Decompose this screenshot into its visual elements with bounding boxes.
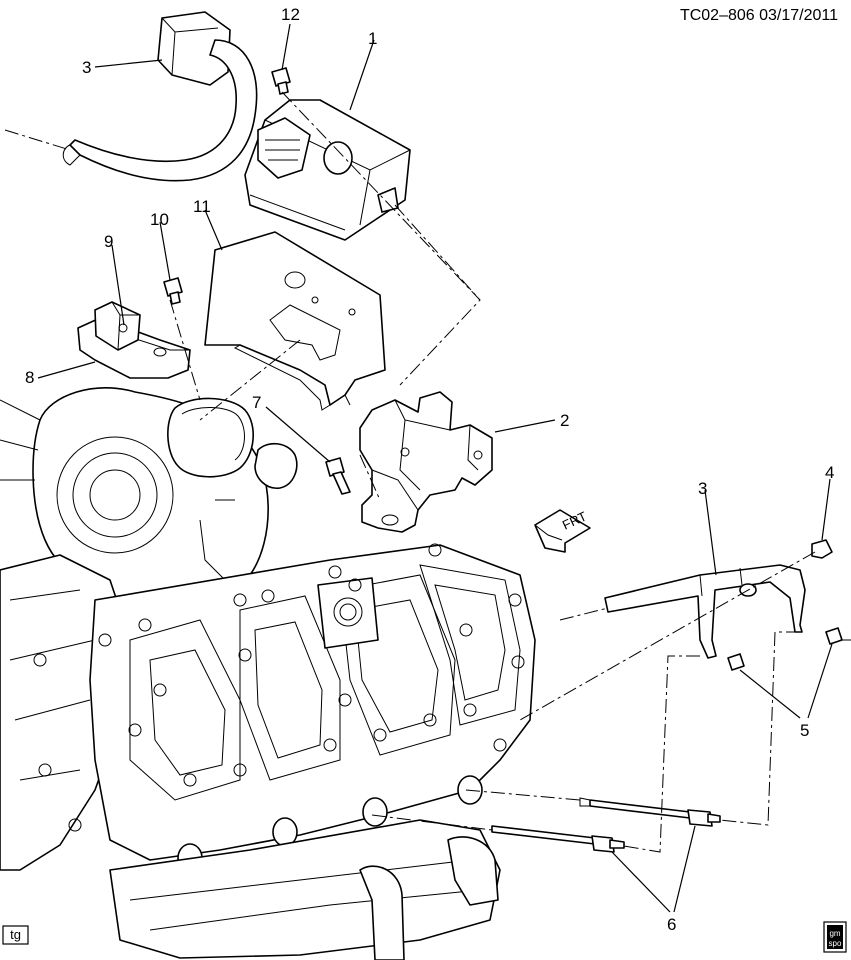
callout-6: 6: [667, 915, 676, 934]
callout-7: 7: [252, 393, 261, 412]
corner-tag-left-text: tg: [10, 927, 21, 942]
bolt-7: [325, 457, 351, 495]
logo-line-2: spo: [829, 939, 842, 948]
callout-1: 1: [368, 29, 377, 48]
callout-12: 12: [281, 5, 300, 24]
callout-labels: 1 2 3 3 4 5 6 7 8 9 10 11 12: [25, 5, 834, 934]
callout-5: 5: [800, 721, 809, 740]
callout-11: 11: [193, 197, 211, 216]
callout-2: 2: [560, 411, 569, 430]
mounting-bracket-2: [359, 391, 493, 533]
callout-9: 9: [104, 232, 113, 251]
bolt-12: [271, 67, 291, 95]
callout-3-upper: 3: [82, 58, 91, 77]
assembly-lines: [4, 91, 851, 853]
bolt-10: [163, 277, 183, 305]
glow-plug-control-module: [244, 99, 411, 241]
nut-5: [727, 627, 843, 671]
gm-spo-logo: gm spo: [823, 921, 847, 953]
corner-tag-left: tg: [2, 925, 29, 945]
bracket-8: [77, 301, 191, 379]
callout-3-right: 3: [698, 479, 707, 498]
front-direction-arrow: FRT: [534, 509, 591, 553]
nut-4: [811, 539, 833, 559]
glow-plug-6: [491, 797, 721, 853]
engine-block: [0, 387, 536, 960]
wiring-harness-upper: [62, 11, 258, 182]
module-bracket-11: [204, 231, 386, 411]
callout-8: 8: [25, 368, 34, 387]
leader-lines: [37, 23, 833, 913]
document-id: TC02–806 03/17/2011: [680, 7, 838, 24]
logo-line-1: gm: [829, 929, 840, 938]
callout-10: 10: [150, 210, 169, 229]
callout-4: 4: [825, 463, 834, 482]
